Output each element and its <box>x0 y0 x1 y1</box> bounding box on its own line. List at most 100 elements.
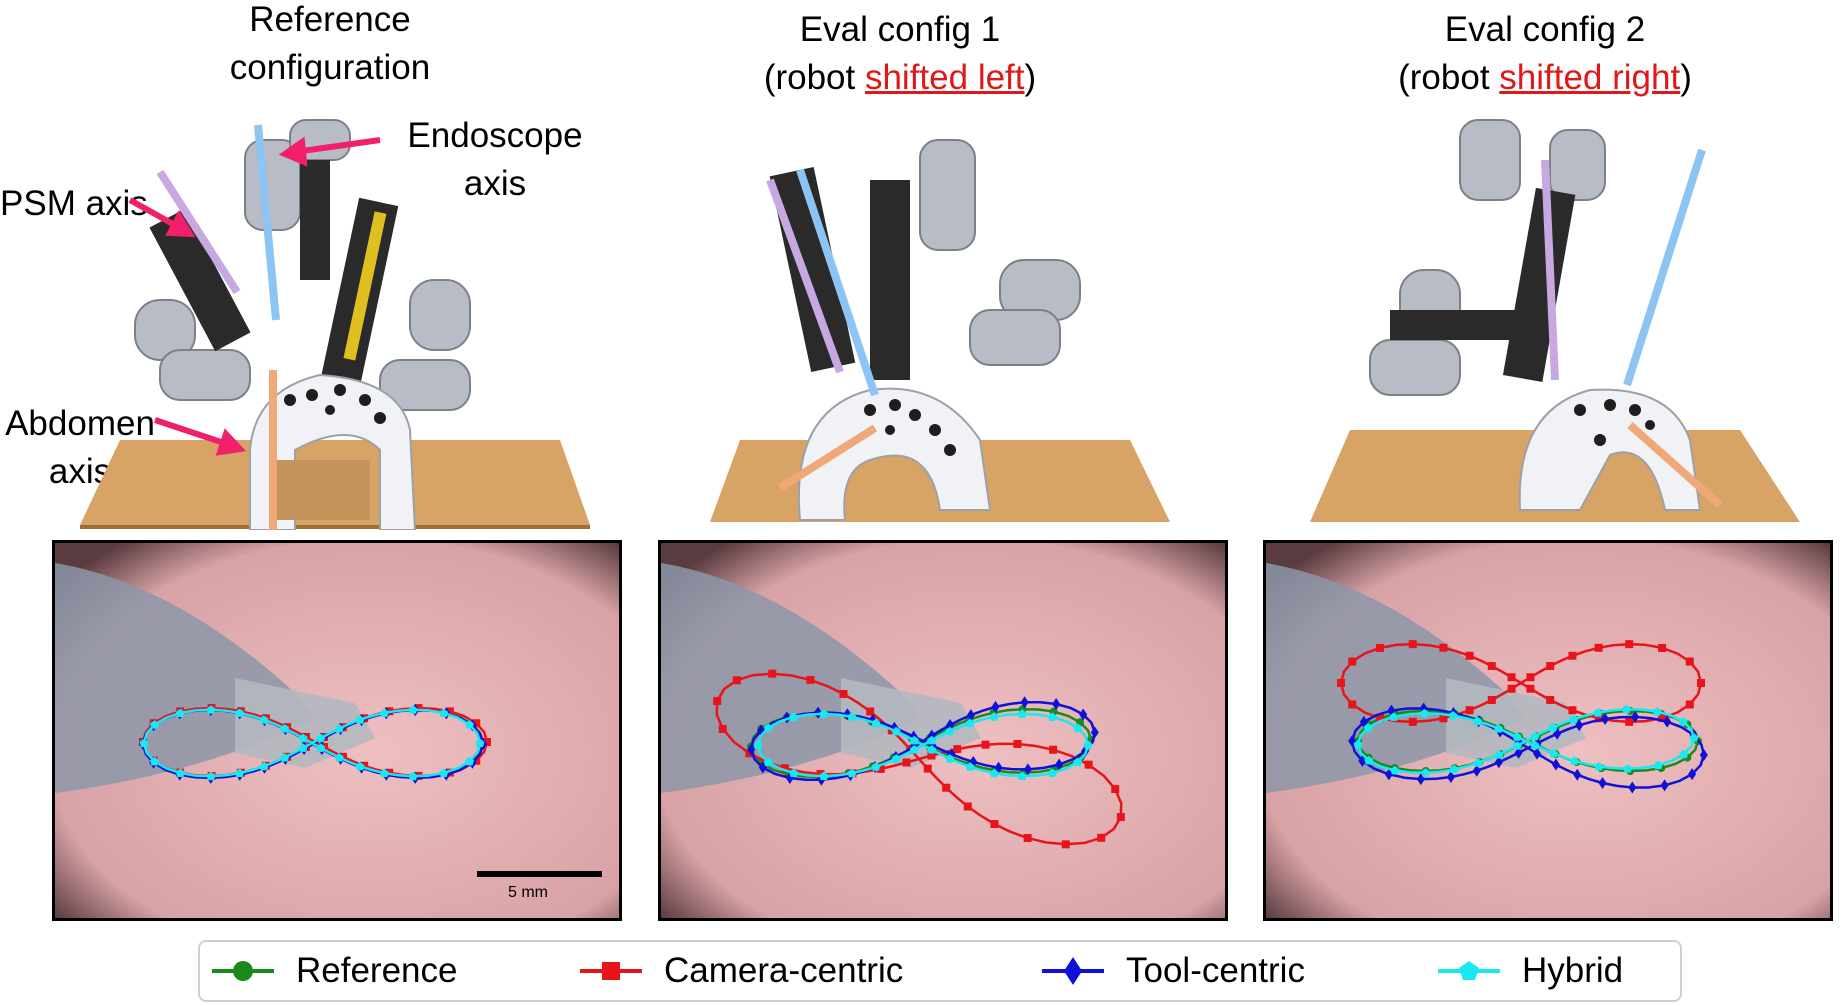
panel1-hybrid-trajectory-marker <box>891 726 901 736</box>
robot-reference-image <box>80 119 590 530</box>
panel2-hybrid-trajectory-marker <box>1569 756 1579 765</box>
panel2-hybrid-trajectory-marker <box>1421 768 1431 777</box>
panel2-hybrid-trajectory-marker <box>1652 707 1662 716</box>
legend-label-hybrid: Hybrid <box>1522 951 1624 990</box>
panel2-hybrid-trajectory-marker <box>1448 711 1458 720</box>
panel0-hybrid-trajectory-marker <box>355 761 365 771</box>
panel2-camera-centric-trajectory-marker <box>1375 643 1384 652</box>
panel2-hybrid-trajectory-marker <box>1679 749 1689 759</box>
panel2-camera-centric-trajectory-marker <box>1487 662 1496 671</box>
title-reference-line2: configuration <box>229 48 431 87</box>
panel0-hybrid-trajectory-marker <box>439 708 449 718</box>
panel1-hybrid-trajectory-marker <box>909 745 919 754</box>
panel1-tool-centric-trajectory-marker <box>1090 726 1099 739</box>
panel0-hybrid-trajectory-marker <box>379 768 389 778</box>
panel0-hybrid-trajectory-marker <box>408 771 418 781</box>
panel0-hybrid-trajectory-marker <box>408 705 418 714</box>
panel1-camera-centric-trajectory-marker <box>1097 833 1106 842</box>
panel2-camera-centric-trajectory-marker <box>1546 695 1555 704</box>
panel2-camera-centric-trajectory-marker <box>1546 662 1555 671</box>
panel2-camera-centric-trajectory-marker <box>1697 679 1705 687</box>
panel2-hybrid-trajectory-marker <box>1389 712 1399 721</box>
panel1-hybrid-trajectory-marker <box>927 735 937 745</box>
panel1-hybrid-trajectory-marker <box>891 754 901 763</box>
panel2-camera-centric-trajectory-marker <box>1658 714 1667 723</box>
panel2-camera-centric-trajectory-marker <box>1685 657 1694 666</box>
panel2-camera-centric-trajectory-marker <box>1568 706 1577 715</box>
panel0-camera-centric-trajectory-marker <box>483 738 491 746</box>
panel1-tool-centric-trajectory-marker <box>782 711 791 724</box>
panel1-camera-centric-trajectory-marker <box>1013 739 1022 748</box>
panel1-tool-centric-trajectory-marker <box>1052 698 1061 711</box>
panel1-tool-centric-trajectory-marker <box>1020 696 1029 709</box>
panel1-tool-centric-trajectory-marker <box>814 706 823 719</box>
panel0-hybrid-trajectory-marker <box>334 753 344 762</box>
panel2-camera-centric-trajectory-marker <box>1348 700 1357 709</box>
panel0-hybrid-trajectory-marker <box>298 743 308 752</box>
panel1-camera-centric-trajectory-marker <box>816 770 825 779</box>
psm-axis-line <box>156 169 241 295</box>
panel2-camera-centric-trajectory-marker <box>1465 706 1474 715</box>
panel2-camera-centric-trajectory-marker <box>1594 714 1603 723</box>
panel2-tool-centric-trajectory-marker <box>1663 715 1672 728</box>
abdomen-axis-label: Abdomen axis <box>5 404 155 491</box>
title-reference-line1: Reference <box>249 0 411 39</box>
panel1-camera-centric-trajectory-marker <box>923 764 932 773</box>
legend-label-tool-centric: Tool-centric <box>1126 951 1305 990</box>
panel2-camera-centric-trajectory-marker <box>1375 714 1384 723</box>
panel2-hybrid-trajectory-marker <box>1473 716 1483 726</box>
panel2-tool-centric-trajectory-marker <box>1573 768 1582 781</box>
title-eval-config-1: Eval config 1 (robot shifted left) <box>730 6 1070 102</box>
panel1-hybrid-trajectory-marker <box>989 768 999 778</box>
panel1-hybrid-trajectory-marker <box>909 735 919 745</box>
panel2-hybrid-trajectory-marker <box>1512 741 1522 750</box>
panel2-camera-centric-trajectory-marker <box>1465 651 1474 660</box>
panel1-camera-centric-trajectory-marker <box>927 751 936 760</box>
panel2-camera-centric-trajectory-marker <box>1625 640 1634 649</box>
panel0-camera-centric-trajectory-marker <box>472 719 481 728</box>
panel1-hybrid-trajectory-marker <box>819 709 829 718</box>
panel2-hybrid-trajectory-marker <box>1364 756 1374 765</box>
panel2-tool-centric-trajectory-marker <box>1384 768 1393 781</box>
trajectory-plot-reference <box>55 543 619 918</box>
panel2-tool-centric-trajectory-marker <box>1551 758 1560 771</box>
panel2-hybrid-trajectory-marker <box>1623 764 1633 773</box>
panel2-hybrid-trajectory-marker <box>1530 740 1540 750</box>
panel2-camera-centric-trajectory <box>1337 640 1705 726</box>
title-eval2-line1: Eval config 2 <box>1444 10 1646 49</box>
panel2-tool-centric-trajectory-marker <box>1575 719 1584 732</box>
panel0-hybrid-trajectory-marker <box>280 753 290 762</box>
panel0-camera-centric-trajectory-marker <box>445 707 454 716</box>
legend-label-camera-centric: Camera-centric <box>664 951 904 990</box>
endoscope-panel-eval1 <box>658 540 1228 921</box>
panel2-camera-centric-trajectory-marker <box>1487 695 1496 704</box>
panel2-tool-centric-trajectory-marker <box>1472 764 1481 777</box>
title-reference: Reference configuration <box>180 0 480 92</box>
panel2-hybrid-trajectory-marker <box>1678 716 1688 726</box>
panel2-camera-centric-trajectory-marker <box>1568 651 1577 660</box>
panel1-camera-centric-trajectory-marker <box>866 707 875 716</box>
panel1-camera-centric-trajectory-marker <box>768 669 777 678</box>
panel1-camera-centric-trajectory-marker <box>981 740 990 749</box>
panel1-hybrid-trajectory-marker <box>763 757 773 767</box>
panel1-tool-centric-trajectory-marker <box>946 718 955 731</box>
panel2-tool-centric-trajectory-marker <box>1514 746 1523 759</box>
panel1-camera-centric-trajectory-marker <box>1049 745 1058 754</box>
panel1-camera-centric-trajectory-marker <box>780 764 789 773</box>
legend-item-tool-centric: Tool-centric <box>1042 942 1305 1000</box>
panel0-hybrid-trajectory-marker <box>334 723 344 733</box>
panel2-hybrid-trajectory-marker <box>1653 760 1663 770</box>
panel2-tool-centric-trajectory-marker <box>1699 749 1708 762</box>
panel1-camera-centric-trajectory-marker <box>963 802 972 811</box>
robot-eval2-image <box>1310 119 1800 522</box>
panel2-camera-centric-trajectory-marker <box>1337 679 1345 687</box>
panel2-tool-centric-trajectory-marker <box>1533 747 1542 760</box>
panel1-tool-centric-trajectory-marker <box>785 771 794 784</box>
panel2-hybrid-trajectory-marker <box>1689 733 1699 742</box>
panel0-hybrid-trajectory-marker <box>139 738 149 747</box>
panel1-hybrid-trajectory-marker <box>871 718 881 728</box>
panel1-camera-centric-trajectory-marker <box>839 689 848 698</box>
shifted-right-text: shifted right <box>1499 58 1681 97</box>
panel0-camera-centric-trajectory-marker <box>414 704 423 713</box>
panel2-hybrid-trajectory-marker <box>1621 704 1631 714</box>
